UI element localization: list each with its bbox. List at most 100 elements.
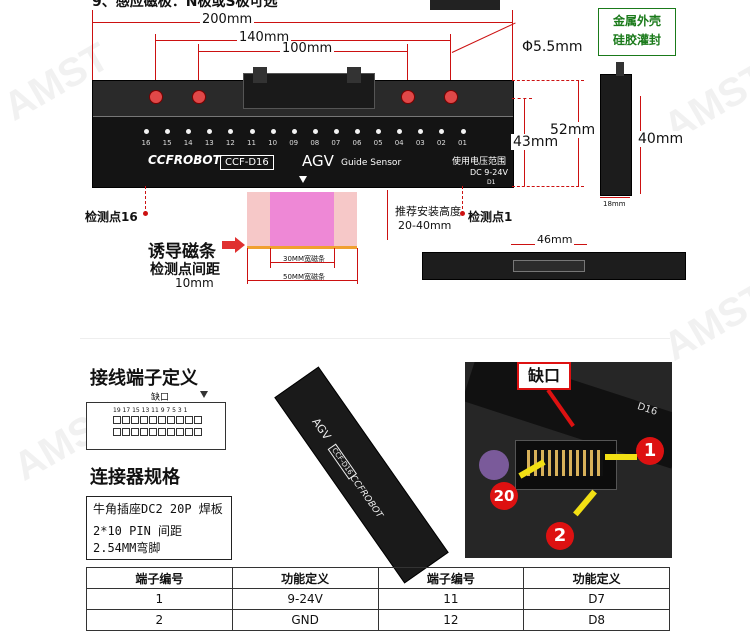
channel-label: 03 <box>415 139 425 147</box>
terminal-pin <box>140 416 148 424</box>
guide-tape-label: 诱导磁条 <box>148 242 216 262</box>
channel-label: 15 <box>162 139 172 147</box>
pin-1-badge: 1 <box>636 437 664 465</box>
point16-dot <box>143 211 148 216</box>
terminal-pin <box>122 416 130 424</box>
dim-hole-label: Φ5.5mm <box>520 39 585 55</box>
terminal-pin <box>185 428 193 436</box>
sensor-guide: Guide Sensor <box>341 158 402 168</box>
spacing-line2: 10mm <box>175 276 214 290</box>
terminal-pin1-marker-icon <box>200 391 208 398</box>
channel-led <box>418 129 424 134</box>
channel-led <box>270 129 276 134</box>
pin-2-badge: 2 <box>546 522 574 550</box>
dim-extension <box>462 186 463 214</box>
terminal-pin <box>185 416 193 424</box>
sensor-voltage: DC 9-24V <box>470 168 508 177</box>
channel-label: 16 <box>141 139 151 147</box>
channel-label: 08 <box>310 139 320 147</box>
table-header: 功能定义 <box>523 567 670 589</box>
channel-label: 05 <box>373 139 383 147</box>
dim-46-label: 46mm <box>535 233 575 246</box>
dim-extension <box>512 186 584 187</box>
channel-led <box>207 129 213 134</box>
section-title-partial: 9、感应磁极：N极或S极可选 <box>92 0 278 10</box>
terminal-pin <box>149 428 157 436</box>
dim-extension <box>198 44 199 94</box>
dim-extension <box>450 34 451 94</box>
dim-40-label: 40mm <box>636 131 686 147</box>
dim-43-label: 43mm <box>511 134 561 150</box>
terminal-pin <box>149 416 157 424</box>
dim-50mm-label: 50MM宽磁条 <box>283 273 325 281</box>
dim-140-line <box>155 40 450 41</box>
terminal-pin <box>131 416 139 424</box>
photo-purple-part <box>479 450 509 480</box>
magnetic-tape <box>247 246 357 249</box>
channel-led <box>376 129 382 134</box>
sensor-agv: AGV <box>302 152 334 170</box>
mount-screw <box>444 90 458 104</box>
channel-led <box>144 129 149 134</box>
photo-model: CCF-D16 <box>327 443 357 480</box>
point1-dot <box>460 211 465 216</box>
dim-extension <box>407 44 408 94</box>
channel-led <box>165 129 171 134</box>
channel-led <box>312 129 318 134</box>
metal-shell-line2: 硅胶灌封 <box>612 33 661 47</box>
connector-title: 连接器规格 <box>90 467 180 488</box>
channel-label: 10 <box>268 139 278 147</box>
dim-52-label: 52mm <box>548 122 598 138</box>
bottom-view-connector <box>513 260 585 272</box>
sensor-d1: D1 <box>487 179 496 186</box>
section-divider <box>80 338 670 339</box>
pin-1-arrow <box>605 454 637 460</box>
terminal-diagram: 19 17 15 13 11 9 7 5 3 1 <box>86 402 226 450</box>
channel-led <box>439 129 445 134</box>
table-header: 端子编号 <box>377 567 525 589</box>
point1-label: 检测点1 <box>468 210 513 224</box>
guide-tape-arrowhead-icon <box>235 237 245 253</box>
install-height-line1: 推荐安装高度 <box>395 205 461 218</box>
channel-led <box>228 129 234 134</box>
sensor-voltage-label: 使用电压范围 <box>452 157 507 167</box>
channel-label: 12 <box>225 139 235 147</box>
top-right-block <box>430 0 500 10</box>
dim-extension <box>270 248 271 268</box>
terminal-pin <box>131 428 139 436</box>
terminal-pin <box>167 428 175 436</box>
dim-200-label: 200mm <box>200 12 255 27</box>
terminal-pin <box>122 428 130 436</box>
terminal-pin <box>158 428 166 436</box>
dim-extension <box>357 248 358 284</box>
terminal-pin <box>113 416 121 424</box>
terminal-pin <box>113 428 121 436</box>
install-height-line <box>387 190 388 240</box>
table-cell: 9-24V <box>231 588 379 610</box>
terminal-pin <box>158 416 166 424</box>
watermark: AMST <box>656 274 750 370</box>
dim-extension <box>145 186 146 214</box>
table-cell: GND <box>231 609 379 631</box>
channel-led <box>355 129 360 134</box>
pin-20-badge: 20 <box>490 482 518 510</box>
table-cell: D8 <box>523 609 670 631</box>
photo-agv: AGV <box>309 415 334 443</box>
photo-notch-label: 缺口 <box>517 362 571 390</box>
mount-screw <box>149 90 163 104</box>
metal-shell-note: 金属外壳 硅胶灌封 <box>598 8 676 56</box>
dim-extension <box>247 248 248 284</box>
metal-shell-line1: 金属外壳 <box>612 14 661 28</box>
table-cell: 11 <box>377 588 525 610</box>
terminal-table: 端子编号 功能定义 端子编号 功能定义 1 9-24V 11 D7 2 GND … <box>86 567 670 631</box>
dim-18-line <box>600 197 630 198</box>
dim-extension <box>155 34 156 94</box>
dim-140-label: 140mm <box>237 30 292 45</box>
spacing-line1: 检测点间距 <box>150 262 220 278</box>
terminal-pin <box>176 416 184 424</box>
table-row: 2 GND 12 D8 <box>86 609 670 631</box>
table-cell: D7 <box>523 588 670 610</box>
channel-label: 06 <box>352 139 362 147</box>
channel-led <box>186 129 192 134</box>
channel-label: 09 <box>289 139 299 147</box>
